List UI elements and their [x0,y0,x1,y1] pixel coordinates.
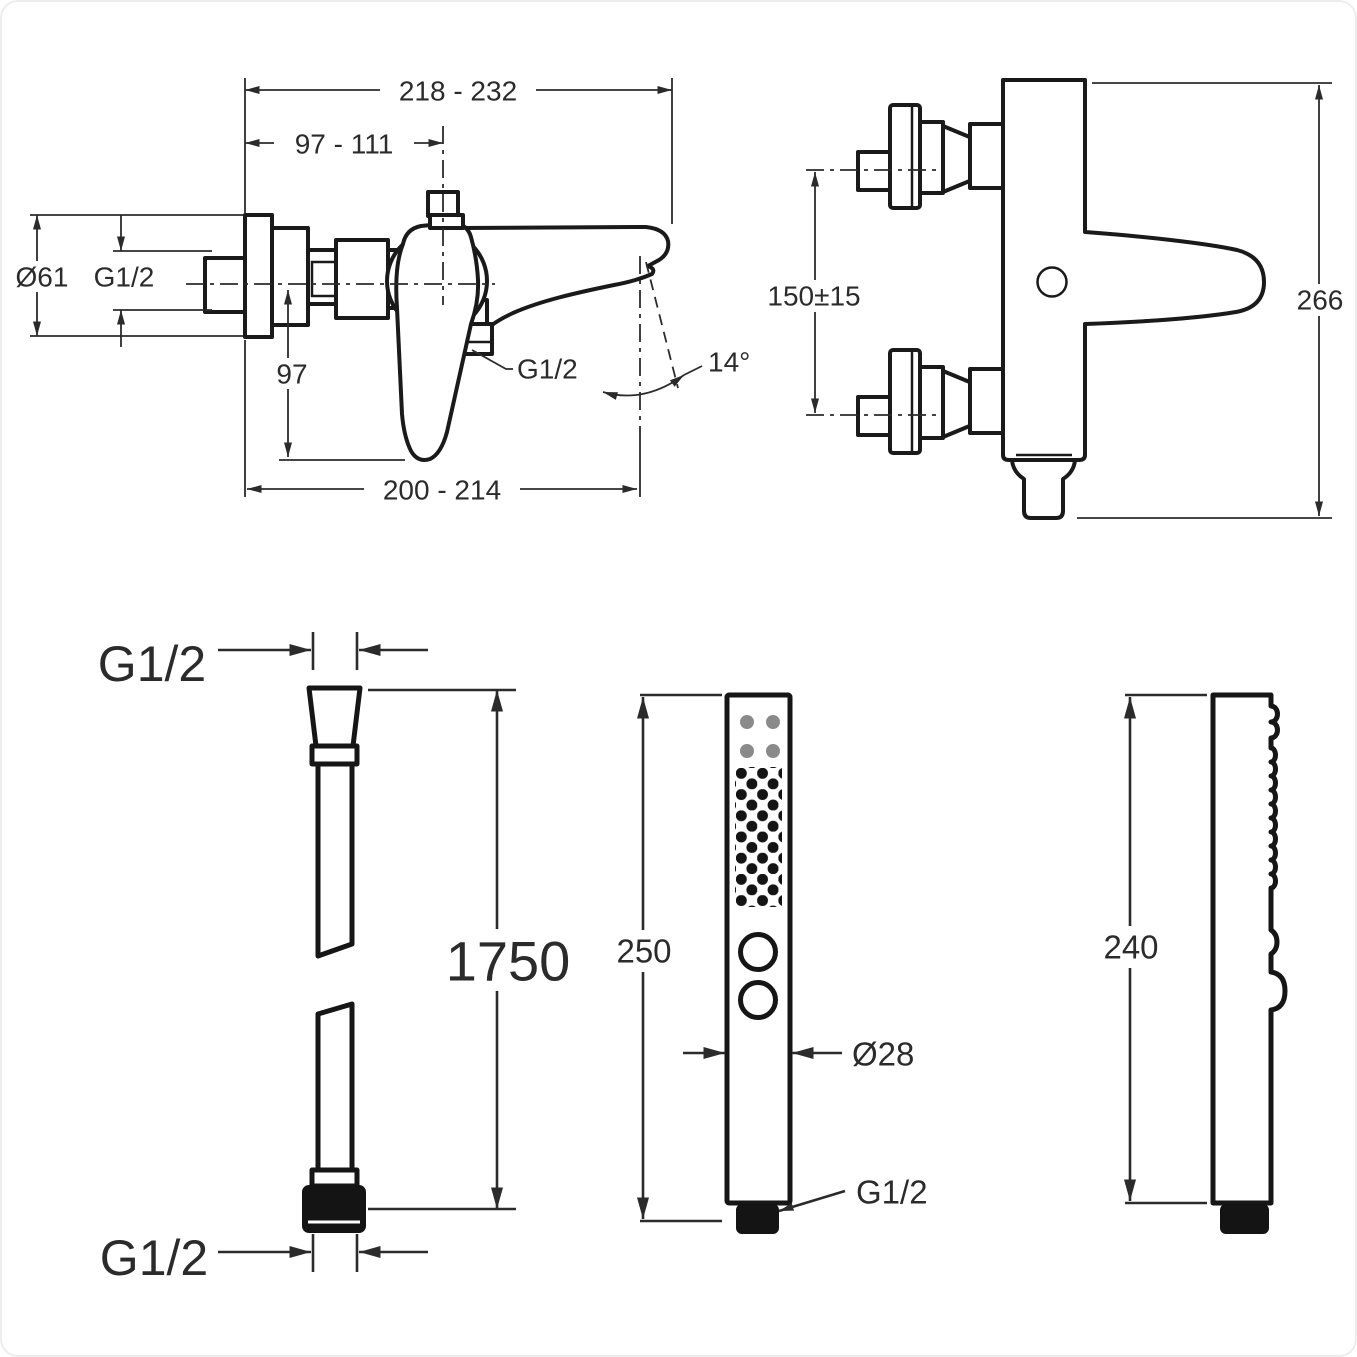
escutcheon [888,103,922,210]
cone-adapter [941,369,974,439]
hose-nut [302,1185,366,1233]
dim-inlet-thread: G1/2 [88,261,160,293]
diverter-button [1036,266,1068,298]
hose-collar-bottom [309,1167,360,1189]
dim-overall-depth: 218 - 232 [380,75,536,107]
dim-overall-height-label: 266 [1297,285,1344,316]
dim-body-depth-label: 200 - 214 [383,475,501,506]
dim-handle-drop: 97 [270,358,314,390]
dim-inlet-spacing-label: 150±15 [767,281,860,312]
dim-handshower-diameter-label: Ø28 [852,1036,914,1073]
dim-spout-angle-label: 14° [708,347,750,378]
leader-line [683,365,703,376]
cone-adapter [941,124,974,194]
shower-hose-view: G1/2 1750 G1/2 [98,632,585,1286]
dim-inlet-spacing: 150±15 [766,280,862,312]
wall-connection-bottom [856,348,1005,455]
collar [918,365,945,440]
spout-angle-arc [602,374,685,400]
dim-body-depth: 200 - 214 [364,474,520,506]
nut [968,122,1005,190]
handshower-side-connector [1220,1204,1269,1234]
dim-hose-bottom-thread-label: G1/2 [100,1230,208,1286]
label-bg [1094,926,1168,968]
outlet-thread-leader [471,349,513,370]
dim-handshower-length-label: 250 [616,933,671,970]
spray-hole [740,744,754,758]
spout [460,225,671,330]
dim-spout-center: 97 - 111 [274,128,414,160]
bottom-outlet [1010,458,1077,520]
label-bg [274,128,414,158]
label-bg [1287,284,1353,316]
dim-spout-center-label: 97 - 111 [295,129,394,160]
label-bg [88,261,160,292]
spray-hole [740,715,754,729]
handshower-front-view: 250 Ø28 G1/2 [607,692,928,1234]
dim-overall-height: 266 [1287,284,1353,316]
collar [918,120,945,195]
dim-escutcheon-dia-label: Ø61 [16,262,69,293]
escutcheon-collar [270,226,310,327]
dim-hose-top-thread-label: G1/2 [98,636,206,692]
label-bg [364,474,520,504]
label-bg [380,75,536,105]
inlet-fitting [203,256,247,314]
dim-escutcheon-dia: Ø61 [10,261,74,293]
label-bg [607,930,681,972]
diverter-knob-collar [428,213,465,230]
escutcheon [243,213,274,339]
inlet-stub [856,395,892,437]
hose-segment-upper [315,761,355,959]
mode-button-lower [738,980,778,1020]
body-block [334,238,390,320]
nut [968,367,1005,435]
dim-handle-drop-label: 97 [276,359,307,390]
handshower-side-body [1210,692,1288,1206]
dim-handshower-side-length: 240 [1094,926,1168,968]
label-bg [270,358,314,389]
hose-collar-top [309,743,360,767]
label-bg [10,261,74,292]
handshower-side-view: 240 [1094,692,1288,1234]
handshower-connector [736,1204,779,1234]
dim-handshower-thread-label: G1/2 [856,1174,928,1211]
mixer-side-view: 218 - 232 97 - 111 Ø61 G1/2 97 200 - 214… [10,75,750,506]
label-bg [766,280,862,312]
dim-handshower-side-length-label: 240 [1103,929,1158,966]
hose-segment-lower [315,1001,355,1173]
lever-handle [394,221,481,462]
hose-cone-connector [306,685,363,749]
dim-outlet-thread-label: G1/2 [517,354,578,385]
wall-connection-top [856,103,1005,210]
label-bg [433,929,585,991]
dim-hose-length-label: 1750 [446,930,571,993]
mode-button-upper [738,932,778,972]
inlet-stub [856,150,892,192]
mixer-front-view: 150±15 266 [766,78,1353,520]
spray-hole [766,744,780,758]
spray-hole [766,715,780,729]
dim-inlet-thread-label: G1/2 [94,262,155,293]
thread-leader [778,1189,846,1213]
spout-angle-line [645,261,679,389]
mixer-body [1001,78,1266,462]
escutcheon [888,348,922,455]
dim-hose-length: 1750 [433,929,585,993]
dim-overall-depth-label: 218 - 232 [399,76,517,107]
dim-handshower-length: 250 [607,930,681,972]
spray-nozzle-matrix [735,767,782,907]
